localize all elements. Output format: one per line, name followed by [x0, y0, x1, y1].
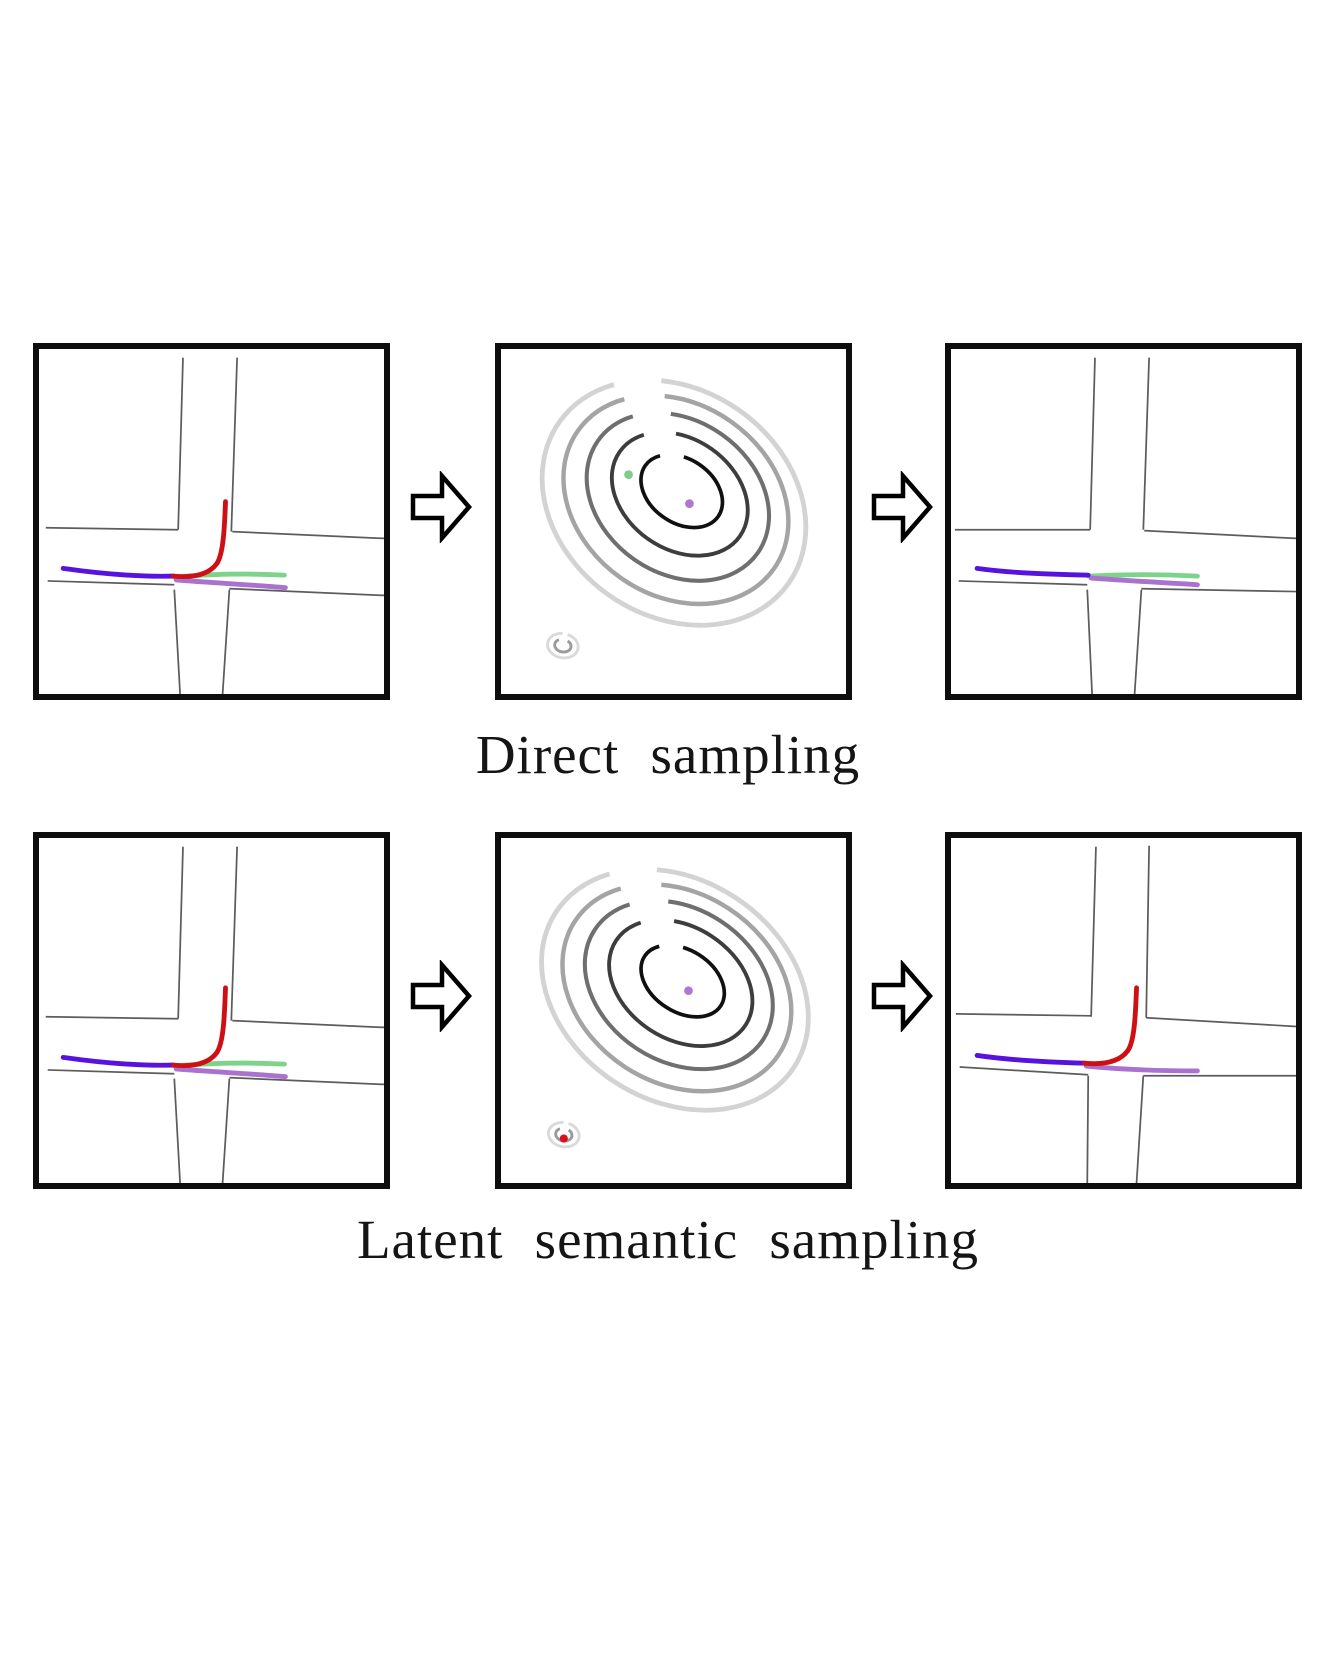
trajectory-green [1085, 572, 1200, 579]
latent-sample-purple-dot [684, 986, 693, 996]
arrow-right-icon [871, 469, 933, 545]
contour-plot [539, 866, 811, 1149]
gaussian-contours [539, 377, 809, 628]
latent-sample-red-dot [559, 1134, 568, 1143]
road-scene [45, 846, 384, 1183]
trajectory-purple [173, 1066, 288, 1080]
row1-input-scene-panel [33, 343, 390, 700]
trajectory-red [170, 499, 228, 579]
contour-plot [539, 377, 809, 660]
road-lines [955, 845, 1296, 1183]
road-scene [45, 357, 384, 694]
gaussian-contours [539, 866, 811, 1113]
trajectory-history [60, 565, 176, 579]
road-scene [955, 845, 1296, 1183]
arrow-right-icon [871, 958, 933, 1034]
road-lines [45, 846, 384, 1183]
trajectory-history [974, 565, 1091, 578]
row2-latent-distribution-panel [495, 832, 852, 1189]
row2-output-scene-panel [945, 832, 1302, 1189]
trajectory-purple [1083, 1063, 1200, 1074]
row1-output-scene-panel [945, 343, 1302, 700]
latent-sample-green-dot [624, 470, 633, 479]
arrow-right-icon [410, 469, 472, 545]
row2-caption: Latent semantic sampling [356, 1209, 980, 1270]
trajectory-history [974, 1053, 1087, 1066]
row1-latent-distribution-panel [495, 343, 852, 700]
trajectory-history [60, 1054, 176, 1068]
trajectory-red [1081, 985, 1139, 1067]
minor-mode-contours [546, 631, 580, 660]
trajectory-red [170, 985, 228, 1068]
road-scene [954, 357, 1296, 694]
arrow-right-icon [410, 958, 472, 1034]
road-lines [45, 357, 384, 694]
trajectory-purple [1088, 575, 1200, 588]
road-lines [954, 357, 1296, 694]
latent-sample-purple-dot [685, 499, 694, 508]
trajectory-purple [173, 577, 288, 591]
row1-caption: Direct sampling [475, 724, 861, 785]
row2-input-scene-panel [33, 832, 390, 1189]
